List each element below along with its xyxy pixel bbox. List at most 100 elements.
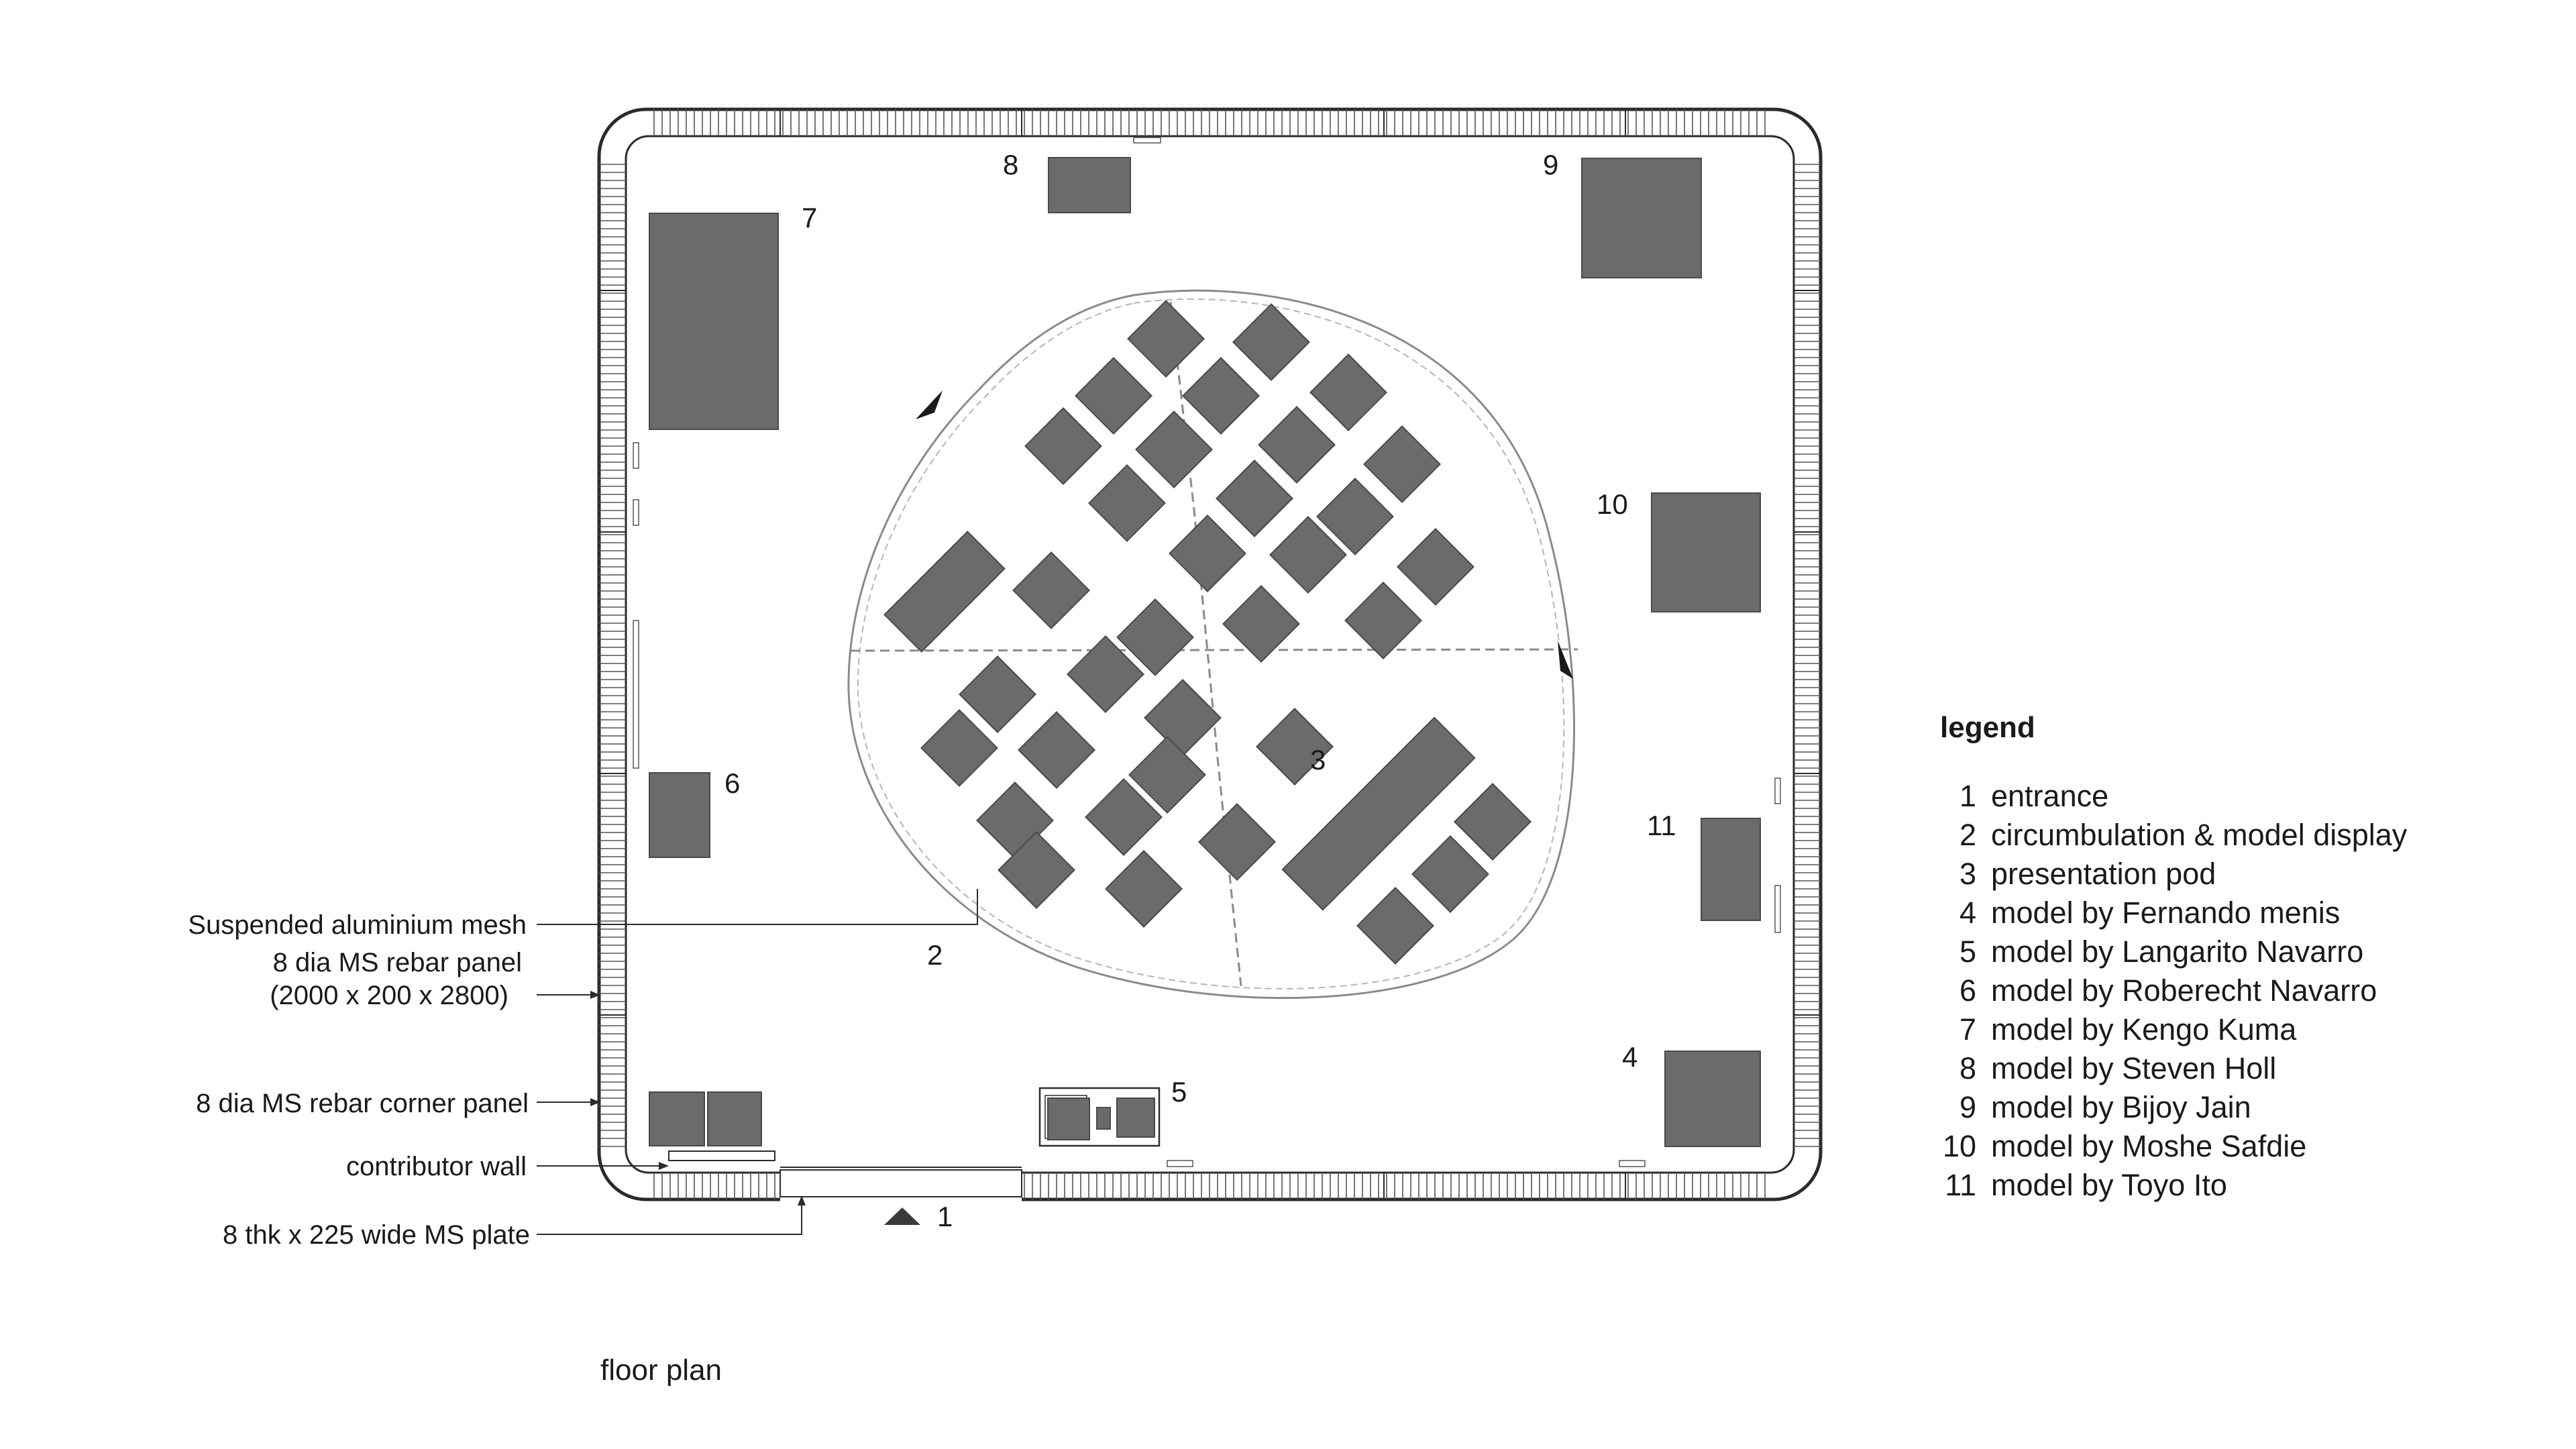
legend-item: 8 model by Steven Holl xyxy=(1939,1049,2542,1088)
zone-number-4: 4 xyxy=(1622,1041,1638,1073)
legend-item: 11 model by Toyo Ito xyxy=(1939,1166,2542,1205)
legend-item: 5 model by Langarito Navarro xyxy=(1939,932,2542,971)
annotation-leaders xyxy=(537,889,978,1235)
legend-item-number: 4 xyxy=(1959,896,1976,930)
zone-number-10: 10 xyxy=(1597,488,1628,520)
legend-item-number: 3 xyxy=(1959,857,1976,891)
pod-model-table xyxy=(1012,551,1090,629)
legend-item-number: 7 xyxy=(1959,1012,1976,1046)
model-9-bijoy-jain xyxy=(1581,158,1702,278)
pod-model-table xyxy=(1344,582,1422,659)
pod-model-table xyxy=(1144,679,1222,757)
model-4-fernando-menis xyxy=(1664,1051,1761,1147)
legend-item: 1 entrance xyxy=(1939,777,2542,816)
zone-number-8: 8 xyxy=(1003,149,1018,180)
pod-model-table xyxy=(1105,850,1183,928)
rebar-wall xyxy=(597,107,1823,1203)
zone-number-11: 11 xyxy=(1647,810,1676,841)
annotation-ms-plate: 8 thk x 225 wide MS plate xyxy=(223,1220,530,1250)
zone-number-1: 1 xyxy=(937,1201,953,1232)
model-7-kengo-kuma xyxy=(649,213,779,430)
legend-item-number: 8 xyxy=(1959,1051,1976,1085)
contributor-wall-model-b xyxy=(707,1091,762,1146)
zone-number-3: 3 xyxy=(1310,744,1326,775)
legend-item-text: model by Kengo Kuma xyxy=(1991,1012,2297,1046)
legend-item-text: model by Moshe Safdie xyxy=(1991,1129,2307,1163)
model-11-toyo-ito xyxy=(1701,818,1761,921)
pod-model-table xyxy=(1088,464,1166,542)
pod-long-table xyxy=(1281,716,1476,911)
annotation-corner-panel: 8 dia MS rebar corner panel xyxy=(196,1089,529,1118)
contributor-models xyxy=(633,137,1781,1167)
pod-model-table xyxy=(1075,357,1152,435)
pod-model-table xyxy=(920,709,998,787)
pod-model-table xyxy=(1116,598,1194,676)
legend-item-text: model by Bijoy Jain xyxy=(1991,1090,2251,1124)
legend-item-text: model by Fernando menis xyxy=(1991,896,2341,930)
legend-item: 4 model by Fernando menis xyxy=(1939,894,2542,932)
pod-model-table xyxy=(959,655,1036,733)
legend-item: 7 model by Kengo Kuma xyxy=(1939,1010,2542,1049)
pod-model-table xyxy=(1356,887,1434,965)
pod-model-table xyxy=(1085,778,1163,856)
pod-model-table xyxy=(1258,406,1336,484)
pod-model-table xyxy=(1454,783,1532,861)
pod-model-table xyxy=(1182,357,1260,435)
pod-model-table xyxy=(1269,516,1347,594)
pod-model-table xyxy=(1128,736,1206,814)
pod-model-table xyxy=(1067,635,1144,713)
pod-model-table xyxy=(1397,528,1474,606)
legend-item-text: entrance xyxy=(1991,779,2109,813)
pod-model-table xyxy=(1316,478,1394,555)
zone-number-7: 7 xyxy=(802,202,817,233)
zone-number-9: 9 xyxy=(1543,149,1558,180)
legend-item-text: model by Steven Holl xyxy=(1991,1051,2277,1085)
pod-model-table xyxy=(1411,835,1489,913)
wall-hatch xyxy=(599,109,1821,1199)
pod-model-table xyxy=(1169,515,1246,592)
legend-item: 10 model by Moshe Safdie xyxy=(1939,1127,2542,1166)
drawing-caption: floor plan xyxy=(600,1354,722,1387)
pod-model-table xyxy=(998,831,1075,909)
legend-title: legend xyxy=(1940,711,2035,744)
model-8-steven-holl xyxy=(1048,157,1131,213)
legend-item-number: 1 xyxy=(1959,779,1976,813)
contributor-wall-model-a xyxy=(649,1091,705,1146)
pod-model-table xyxy=(1135,411,1213,488)
pod-model-table xyxy=(1232,303,1310,381)
pod-model-tables xyxy=(883,300,1532,965)
zone-numbers: 1 2 3 4 5 6 7 8 9 10 11 xyxy=(724,149,1676,1232)
zone-number-2: 2 xyxy=(927,939,943,971)
pod-model-table xyxy=(1256,708,1334,786)
pod-long-table xyxy=(883,531,1006,653)
zone-number-5: 5 xyxy=(1171,1076,1187,1108)
pod-model-table xyxy=(1216,460,1293,537)
pod-model-table xyxy=(1127,300,1205,378)
legend-item-number: 11 xyxy=(1945,1168,1976,1202)
entrance-arrow-icon xyxy=(884,1208,920,1225)
annotation-rebar-panel-dims: (2000 x 200 x 2800) xyxy=(270,981,508,1010)
pod-model-table xyxy=(1309,354,1387,431)
annotation-contributor-wall: contributor wall xyxy=(346,1152,527,1181)
legend-item-text: circumbulation & model display xyxy=(1991,818,2408,852)
legend-item-text: model by Toyo Ito xyxy=(1991,1168,2227,1202)
legend-item-number: 10 xyxy=(1942,1129,1976,1163)
pod-model-table xyxy=(1024,407,1102,485)
model-5-langarito-navarro xyxy=(1038,1087,1161,1147)
legend-item-text: model by Langarito Navarro xyxy=(1991,934,2364,969)
annotations: Suspended aluminium mesh 8 dia MS rebar … xyxy=(188,910,530,1250)
legend-item-text: model by Roberecht Navarro xyxy=(1991,973,2377,1008)
pod-model-table xyxy=(1018,711,1095,789)
circulation-arrow-icon xyxy=(1558,641,1573,679)
pod-model-table xyxy=(1222,585,1300,663)
model-6-roberecht-navarro xyxy=(649,772,710,858)
legend-item-number: 5 xyxy=(1959,934,1976,969)
legend-item-number: 6 xyxy=(1959,973,1976,1008)
model-10-moshe-safdie xyxy=(1651,492,1761,612)
pod-model-table xyxy=(1363,425,1441,503)
legend-item: 6 model by Roberecht Navarro xyxy=(1939,971,2542,1010)
